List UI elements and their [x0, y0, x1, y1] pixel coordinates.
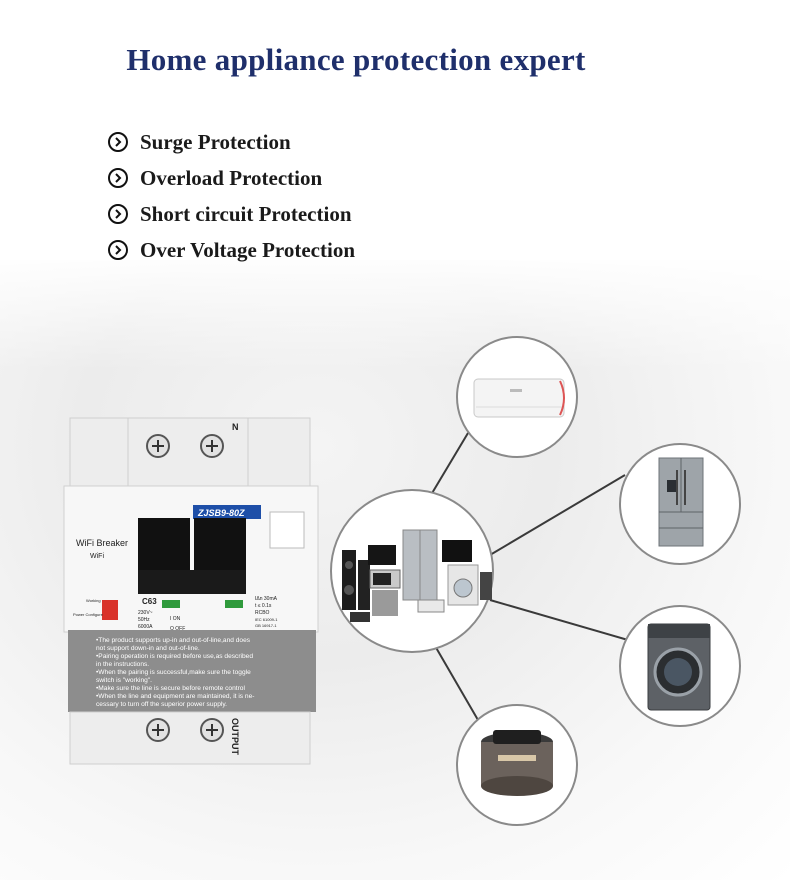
feature-list: Surge Protection Overload Protection Sho…: [108, 124, 355, 268]
chevron-right-circle-icon: [108, 240, 128, 260]
feature-label: Short circuit Protection: [140, 201, 352, 226]
rcbo-current: IΔn 30mA: [255, 596, 278, 602]
output-label: OUTPUT: [230, 718, 240, 756]
rcbo-standard-iec: IEC 61009-1: [255, 617, 278, 622]
feature-label: Overload Protection: [140, 165, 323, 190]
instruction-line: •When the line and equipment are maintai…: [96, 693, 254, 700]
refrigerator-circle: [619, 443, 741, 565]
rcbo-standard-gb: GB 16917-1: [255, 623, 277, 628]
off-label: O OFF: [170, 626, 185, 632]
instruction-line: •The product supports up-in and out-of-l…: [96, 637, 251, 644]
page-title: Home appliance protection expert: [126, 42, 586, 77]
washing-machine-circle: [619, 605, 741, 727]
feature-item: Overload Protection: [108, 160, 355, 196]
spec-capacity: 6000A: [138, 624, 153, 630]
instruction-line: cessary to turn off the superior power s…: [96, 701, 227, 708]
status-label: Working: [86, 598, 101, 603]
spec-voltage: 230V~: [138, 610, 153, 616]
spec-frequency: 50Hz: [138, 617, 150, 623]
instruction-line: not support down-in and out-of-line.: [96, 645, 200, 652]
instruction-line: •When the pairing is successful,make sur…: [96, 669, 251, 676]
rcbo-type: RCBO: [255, 610, 270, 616]
feature-item: Over Voltage Protection: [108, 232, 355, 268]
feature-label: Over Voltage Protection: [140, 237, 356, 262]
rcbo-time: t ≤ 0.1s: [255, 603, 272, 609]
appliance-group-circle: [330, 489, 494, 653]
rating-label: C63: [142, 597, 157, 606]
feature-item: Surge Protection: [108, 124, 355, 160]
model-label: ZJSB9-80Z: [197, 508, 245, 518]
chevron-right-circle-icon: [108, 132, 128, 152]
feature-item: Short circuit Protection: [108, 196, 355, 232]
instruction-line: •Pairing operation is required before us…: [96, 653, 253, 660]
instruction-line: in the instructions.: [96, 661, 149, 668]
wifi-badge: WiFi: [90, 553, 104, 560]
chevron-right-circle-icon: [108, 168, 128, 188]
rice-cooker-circle: [456, 704, 578, 826]
instruction-line: switch is "working".: [96, 677, 152, 684]
background-fade: [0, 250, 790, 370]
terminal-label: N: [232, 422, 239, 432]
brand-label: WiFi Breaker: [76, 538, 128, 548]
config-label: Power Configure: [73, 612, 104, 617]
circuit-breaker: [63, 417, 319, 765]
air-conditioner-circle: [456, 336, 578, 458]
on-label: I ON: [170, 616, 181, 622]
chevron-right-circle-icon: [108, 204, 128, 224]
feature-label: Surge Protection: [140, 129, 291, 154]
instruction-line: •Make sure the line is secure before rem…: [96, 685, 245, 692]
